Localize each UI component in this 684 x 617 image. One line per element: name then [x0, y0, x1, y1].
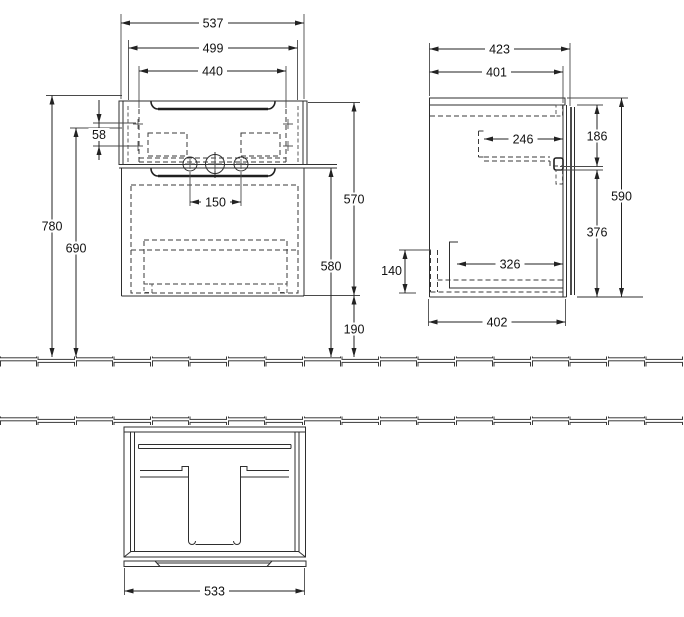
dim-246-label: 246 — [513, 133, 534, 147]
dim-190-label: 190 — [344, 323, 365, 337]
dim-overall-depth: 423 — [429, 42, 571, 106]
dim-401-label: 401 — [486, 66, 507, 80]
plan-drawer — [138, 444, 292, 545]
dim-376-label: 376 — [587, 226, 608, 240]
dim-drawer-depth: 246 — [484, 132, 563, 147]
dim-mounting-width: 499 — [128, 40, 298, 100]
dim-fixing-hole-spacing: 58 — [88, 100, 136, 160]
dim-mounting-height: 690 — [61, 127, 122, 357]
dim-floor-clearance: 190 — [339, 295, 369, 357]
dim-58-label: 58 — [92, 128, 106, 142]
top-view: 533 — [123, 426, 307, 599]
dim-body-depth: 401 — [429, 65, 564, 103]
dim-siphon-height: 140 — [381, 249, 431, 294]
dim-plan-width: 533 — [124, 568, 305, 599]
dim-bowl-width: 440 — [138, 64, 287, 108]
dim-499-label: 499 — [203, 42, 224, 56]
side-profile — [429, 97, 643, 298]
dim-siphon-depth: 326 — [457, 257, 563, 272]
dim-bottom-depth: 402 — [428, 299, 566, 330]
dim-570-label: 570 — [344, 193, 365, 207]
dim-tap-hole-spacing: 150 — [189, 172, 242, 210]
dim-186-label: 186 — [587, 130, 608, 144]
dim-lower-section: 376 — [582, 170, 612, 297]
dim-580-label: 580 — [321, 260, 342, 274]
faucet-holes — [182, 152, 249, 178]
dim-690-label: 690 — [66, 242, 87, 256]
plan-carcass — [123, 426, 306, 558]
dim-423-label: 423 — [489, 43, 510, 57]
cabinet-front — [121, 168, 305, 297]
dim-440-label: 440 — [202, 65, 223, 79]
dim-402-label: 402 — [487, 316, 508, 330]
dim-150-label: 150 — [205, 196, 226, 210]
dim-533-label: 533 — [204, 585, 225, 599]
dim-upper-section: 186 — [560, 104, 612, 171]
dim-unit-height: 570 — [303, 102, 369, 296]
plan-front-rail — [123, 560, 307, 567]
dim-326-label: 326 — [500, 258, 521, 272]
dim-590-label: 590 — [611, 190, 632, 204]
dim-side-overall-height: 590 — [567, 97, 636, 297]
dim-537-label: 537 — [203, 17, 224, 31]
dim-780-label: 780 — [42, 220, 63, 234]
dim-overall-width: 537 — [120, 14, 305, 99]
fixing-hole-crosses — [133, 119, 293, 151]
dim-underside-height: 580 — [316, 168, 346, 357]
side-view: 423 401 246 186 — [381, 42, 643, 330]
front-view: 537 499 440 780 — [37, 14, 369, 357]
washbasin-front — [118, 100, 337, 169]
floor-hatch-upper — [0, 356, 684, 367]
dim-140-label: 140 — [381, 264, 402, 278]
dim-overall-height: 780 — [37, 95, 122, 357]
wall-hatch-lower — [0, 416, 684, 425]
